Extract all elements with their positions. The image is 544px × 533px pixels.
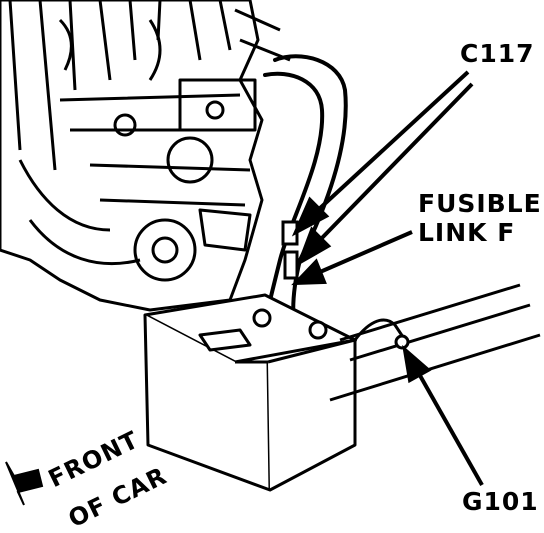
ground-label: G101	[462, 487, 539, 516]
fusible-link-label-line2: LINK F	[418, 218, 516, 247]
fusible-link-label-line1: FUSIBLE	[418, 189, 542, 218]
front-of-car-arrow	[5, 461, 44, 506]
frame-rail	[329, 283, 541, 402]
fusible-link-body	[283, 250, 299, 280]
engine-block	[0, 0, 291, 312]
g101-pointer-arrow	[402, 344, 484, 486]
battery	[143, 293, 357, 492]
fusible-link-pointer-arrow	[291, 230, 413, 286]
c117-pointer-arrows	[291, 70, 474, 267]
connector-label: C117	[460, 39, 535, 68]
